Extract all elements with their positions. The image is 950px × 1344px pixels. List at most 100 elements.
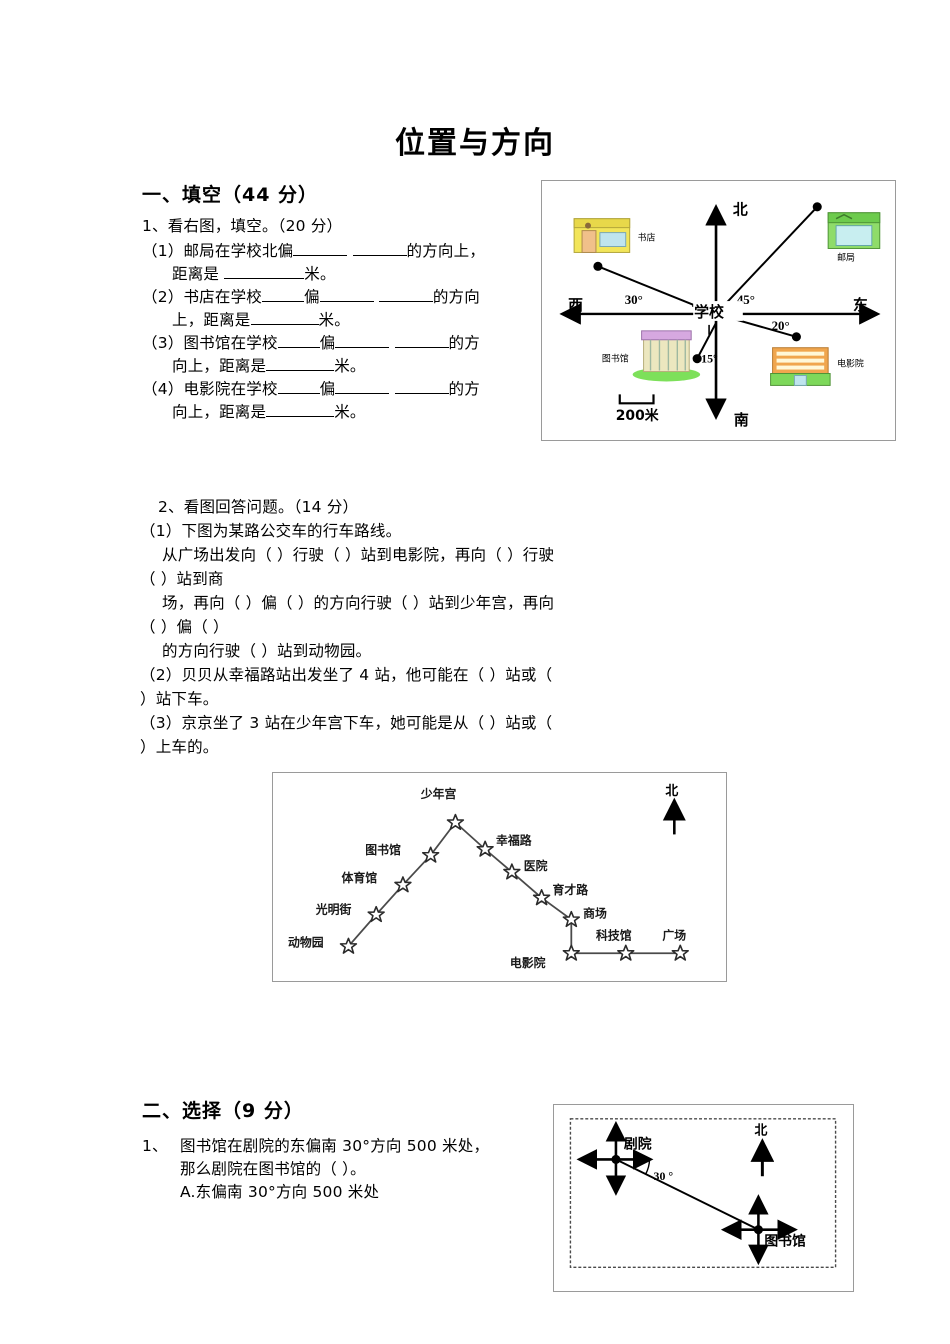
answer-blank[interactable]: [335, 393, 390, 394]
scale-label: 200米: [616, 407, 659, 424]
item-text-d: 上，距离是: [172, 311, 251, 329]
question-2-sub3-line1: （3）京京坐了 3 站在少年宫下车，她可能是从（ ）站或（: [140, 714, 553, 732]
choice-stem-line2: 那么剧院在图书馆的（ ）。: [180, 1160, 366, 1178]
direction-label-south: 南: [734, 411, 749, 429]
bookstore-icon: [573, 218, 631, 253]
answer-blank[interactable]: [266, 370, 335, 371]
choice-stem-line1: 图书馆在剧院的东偏南 30°方向 500 米处，: [180, 1137, 490, 1155]
bus-station-labels: 动物园 光明街 体育馆 图书馆 少年宫 幸福路 医院 育才路 商场 电影院 科技…: [288, 787, 686, 970]
station-marker-cinema: [562, 944, 581, 961]
north-label: 北: [665, 784, 678, 799]
question-1-item-1: （1）邮局在学校北偏 的方向上， 距离是 米。: [142, 240, 542, 286]
choice-question-body: 图书馆在剧院的东偏南 30°方向 500 米处， 那么剧院在图书馆的（ ）。 A…: [142, 1135, 532, 1204]
station-label-mall: 商场: [583, 907, 607, 921]
cinema-icon: [770, 347, 831, 386]
station-label-yucailu: 育才路: [552, 883, 588, 897]
station-label-cinema: 电影院: [510, 956, 546, 970]
answer-blank[interactable]: [378, 301, 433, 302]
direction-label-west: 西: [568, 296, 583, 314]
angle-label-cinema: 20°: [772, 319, 790, 333]
item-text-e: 米。: [304, 265, 336, 283]
answer-blank[interactable]: [261, 301, 304, 302]
theater-point: [611, 1154, 621, 1164]
item-text-c: 的方向上，: [406, 242, 486, 260]
question-2-sub1-intro: （1）下图为某路公交车的行车路线。: [140, 522, 402, 540]
answer-blank[interactable]: [293, 255, 348, 256]
question-2-sub2-line2: ）站下车。: [140, 690, 219, 708]
answer-blank[interactable]: [277, 393, 320, 394]
question-2-sub1-line4: （ ）偏（ ）: [140, 618, 229, 636]
question-1-block: 1、看右图，填空。（20 分） （1）邮局在学校北偏 的方向上， 距离是 米。 …: [142, 215, 542, 424]
station-label-library: 图书馆: [365, 843, 401, 857]
choice-option-a[interactable]: A.东偏南 30°方向 500 米处: [180, 1183, 380, 1201]
item-text-b: 偏: [319, 334, 336, 352]
question-1-item-2: （2）书店在学校 偏 的方向 上，距离是 米。: [142, 286, 542, 332]
theater-axes: [576, 1120, 654, 1196]
item-text-a: 图书馆在学校: [183, 334, 278, 352]
answer-blank[interactable]: [250, 324, 319, 325]
answer-blank[interactable]: [335, 347, 390, 348]
answer-blank[interactable]: [394, 393, 449, 394]
item-text-d: 向上，距离是: [172, 357, 267, 375]
station-marker-science-museum: [617, 944, 635, 961]
question-1-items: （1）邮局在学校北偏 的方向上， 距离是 米。 （2）书店在学校偏 的方向 上，…: [142, 240, 542, 424]
place-label-cinema: 电影院: [837, 358, 864, 370]
station-marker-plaza: [671, 944, 689, 961]
angle-label-bookstore: 30°: [625, 293, 643, 307]
theater-library-svg: 剧院 图书馆 30 ° 北: [569, 1118, 837, 1268]
item-text-c: 的方: [448, 334, 480, 352]
item-text-a: 电影院在学校: [183, 380, 278, 398]
figure-theater-library: 剧院 图书馆 30 ° 北: [553, 1104, 854, 1292]
choice-question-number: 1、: [142, 1137, 168, 1155]
library-point: [753, 1225, 763, 1235]
question-2-sub2-line1: （2）贝贝从幸福路站出发坐了 4 站，他可能在（ ）站或（: [140, 666, 553, 684]
figure-bus-route: 动物园 光明街 体育馆 图书馆 少年宫 幸福路 医院 育才路 商场 电影院 科技…: [272, 772, 727, 982]
question-2-sub3-line2: ）上车的。: [140, 738, 219, 756]
station-label-science-museum: 科技馆: [596, 928, 632, 942]
question-2-sub1-line5: 的方向行驶（ ）站到动物园。: [162, 642, 372, 660]
answer-blank[interactable]: [266, 416, 335, 417]
library-axes: [720, 1194, 798, 1266]
item-text-e: 米。: [334, 357, 366, 375]
station-label-xingfulu: 幸福路: [496, 833, 532, 847]
direction-label-north: 北: [733, 201, 748, 219]
answer-blank[interactable]: [394, 347, 449, 348]
page-title: 位置与方向: [395, 126, 555, 161]
question-2-sub1-line2: （ ）站到商: [140, 570, 224, 588]
station-label-zoo: 动物园: [288, 935, 324, 949]
item-label: （2）: [142, 288, 184, 306]
place-label-bookstore: 书店: [638, 232, 656, 244]
answer-blank[interactable]: [224, 278, 305, 279]
item-text-c: 的方向: [432, 288, 480, 306]
item-label: （3）: [142, 334, 184, 352]
answer-blank[interactable]: [352, 255, 407, 256]
item-text-b: 偏: [303, 288, 320, 306]
north-arrow: 北: [750, 1124, 775, 1177]
station-marker-library: [421, 846, 440, 863]
item-text-a: 书店在学校: [183, 288, 262, 306]
choice-question-1: 1、 图书馆在剧院的东偏南 30°方向 500 米处， 那么剧院在图书馆的（ ）…: [142, 1135, 532, 1204]
item-text-a: 邮局在学校北偏: [183, 242, 294, 260]
station-label-guangmingjie: 光明街: [315, 903, 352, 917]
figure-compass-map: 北 南 东 西 30° 45°: [541, 180, 896, 441]
compass-rays: [593, 202, 822, 364]
scale-bar: [618, 394, 655, 405]
item-label: （1）: [142, 242, 184, 260]
item-text-e: 米。: [318, 311, 350, 329]
station-label-hospital: 医院: [524, 859, 548, 873]
item-text-b: 偏: [319, 380, 336, 398]
item-text-e: 米。: [334, 403, 366, 421]
angle-arc: [645, 1159, 651, 1175]
library-label: 图书馆: [764, 1232, 806, 1249]
north-arrow: 北: [662, 784, 686, 835]
angle-label-30: 30 °: [654, 1169, 674, 1183]
north-label: 北: [754, 1124, 767, 1139]
bus-route-svg: 动物园 光明街 体育馆 图书馆 少年宫 幸福路 医院 育才路 商场 电影院 科技…: [288, 784, 689, 970]
answer-blank[interactable]: [319, 301, 374, 302]
section-heading-fill-in: 一、填空（44 分）: [142, 184, 319, 206]
question-1-item-3: （3）图书馆在学校 偏 的方 向上，距离是 米。: [142, 332, 542, 378]
section-heading-choice: 二、选择（9 分）: [142, 1100, 304, 1122]
answer-blank[interactable]: [277, 347, 320, 348]
question-1-title: 1、看右图，填空。（20 分）: [142, 217, 343, 235]
